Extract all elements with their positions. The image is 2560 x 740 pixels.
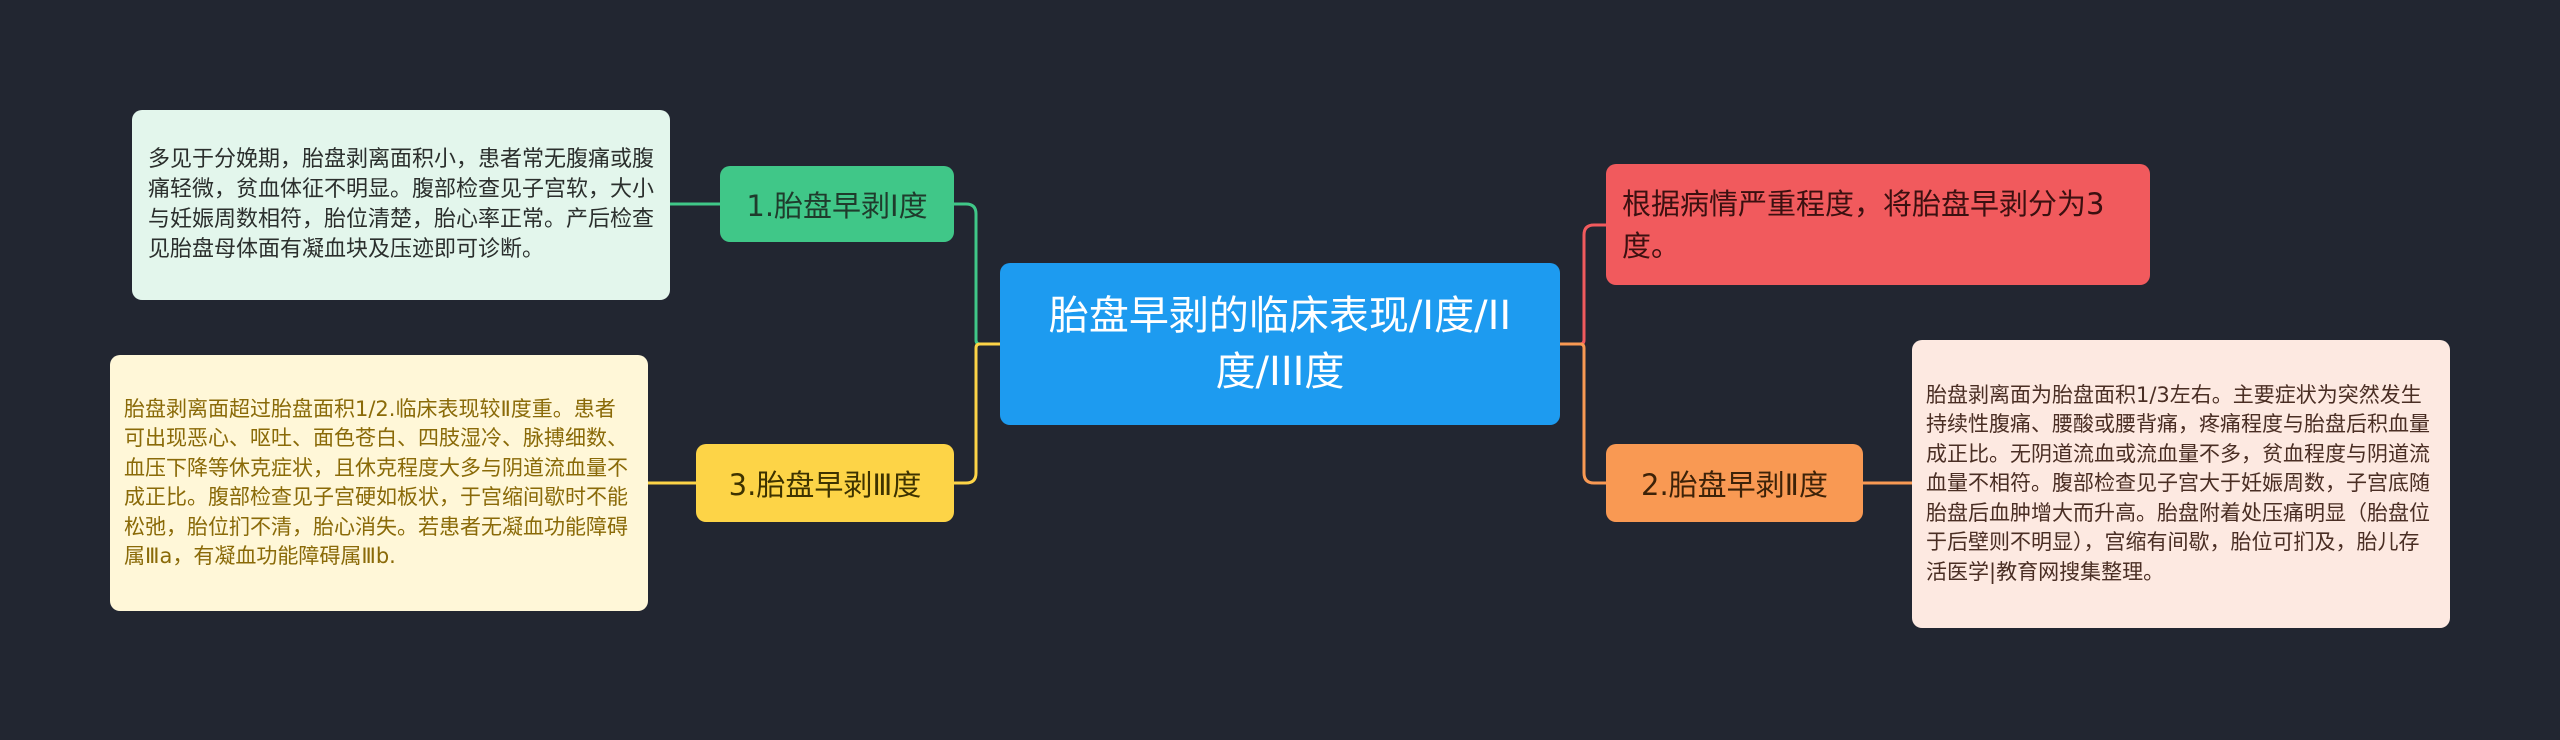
detail-grade2[interactable]: 胎盘剥离面为胎盘面积1/3左右。主要症状为突然发生持续性腹痛、腰酸或腰背痛，疼痛…: [1912, 340, 2450, 628]
branch-grade1[interactable]: 1.胎盘早剥I度: [720, 166, 954, 242]
detail-grade1-text: 多见于分娩期，胎盘剥离面积小，患者常无腹痛或腹痛轻微，贫血体征不明显。腹部检查见…: [148, 147, 655, 262]
branch-grade3[interactable]: 3.胎盘早剥Ⅲ度: [696, 444, 954, 522]
link-center-grade1: [954, 202, 1000, 346]
detail-grade3-text: 胎盘剥离面超过胎盘面积1/2.临床表现较Ⅱ度重。患者可出现恶心、呕吐、面色苍白、…: [124, 396, 628, 569]
detail-grade1[interactable]: 多见于分娩期，胎盘剥离面积小，患者常无腹痛或腹痛轻微，贫血体征不明显。腹部检查见…: [132, 110, 670, 300]
detail-grade3[interactable]: 胎盘剥离面超过胎盘面积1/2.临床表现较Ⅱ度重。患者可出现恶心、呕吐、面色苍白、…: [110, 355, 648, 611]
branch-severity-intro-label: 根据病情严重程度，将胎盘早剥分为3度。: [1622, 186, 2105, 263]
center-topic[interactable]: 胎盘早剥的临床表现/I度/II度/III度: [1000, 263, 1560, 425]
branch-grade2[interactable]: 2.胎盘早剥Ⅱ度: [1606, 444, 1863, 522]
link-center-grade3: [954, 342, 1000, 485]
link-center-intro: [1560, 223, 1606, 346]
link-center-grade2: [1560, 342, 1606, 485]
detail-grade2-text: 胎盘剥离面为胎盘面积1/3左右。主要症状为突然发生持续性腹痛、腰酸或腰背痛，疼痛…: [1926, 382, 2430, 584]
branch-grade2-label: 2.胎盘早剥Ⅱ度: [1641, 468, 1828, 502]
center-topic-text: 胎盘早剥的临床表现/I度/II度/III度: [1048, 293, 1512, 395]
branch-severity-intro[interactable]: 根据病情严重程度，将胎盘早剥分为3度。: [1606, 164, 2150, 285]
branch-grade1-label: 1.胎盘早剥I度: [746, 189, 928, 223]
branch-grade3-label: 3.胎盘早剥Ⅲ度: [728, 468, 922, 502]
